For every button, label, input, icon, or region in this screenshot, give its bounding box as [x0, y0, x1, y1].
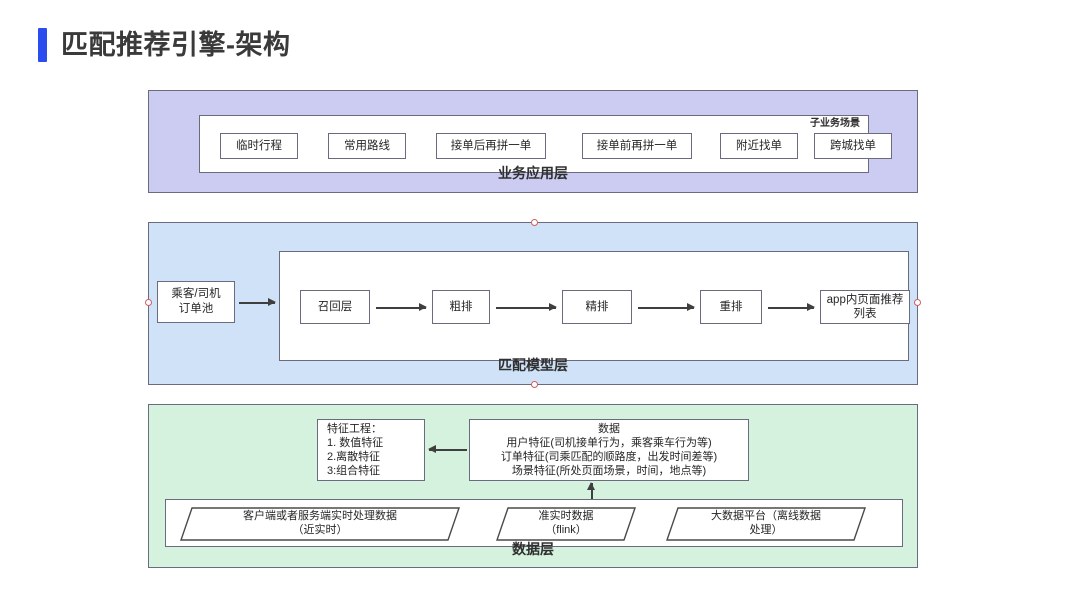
scene-box-carpool-after-order[interactable]: 接单后再拼一单: [436, 133, 546, 159]
parallelogram-icon: [496, 507, 636, 541]
scene-box-frequent-route[interactable]: 常用路线: [328, 133, 406, 159]
title-text: 匹配推荐引擎-架构: [61, 29, 291, 60]
pipeline-box-fine-rank[interactable]: 精排: [562, 290, 632, 324]
resize-handle-right[interactable]: [914, 299, 921, 306]
pipeline-box-recall[interactable]: 召回层: [300, 290, 370, 324]
arrow-fine-to-rerank: [638, 304, 695, 311]
data-source-bigdata-line2: 处理）: [749, 524, 783, 536]
data-source-bigdata-line1: 大数据平台（离线数据: [711, 510, 821, 523]
sub-scenario-container[interactable]: 子业务场景 临时行程 常用路线 接单后再拼一单 接单前再拼一单 附近找单 跨城找…: [199, 115, 892, 173]
data-sources-container[interactable]: 客户端或者服务端实时处理数据 （近实时） 准实时数据 （flink） 大: [165, 499, 903, 547]
data-source-realtime-line2: （近实时）: [292, 524, 348, 536]
title-accent-bar: [38, 28, 47, 62]
arrow-coarse-to-fine: [496, 304, 557, 311]
data-line-title: 数据: [598, 422, 620, 435]
feature-engineering-box[interactable]: 特征工程： 1. 数值特征 2.离散特征 3:组合特征: [317, 419, 425, 481]
scene-box-nearby-orders[interactable]: 附近找单: [720, 133, 798, 159]
layer-label-model: 匹配模型层: [498, 357, 568, 373]
data-source-near-realtime-line1: 准实时数据: [538, 510, 594, 523]
layer-data[interactable]: 特征工程： 1. 数值特征 2.离散特征 3:组合特征 数据 用户特征(司机接单…: [148, 404, 918, 568]
feature-line-combined: 3:组合特征: [327, 465, 381, 478]
data-line-scene: 场景特征(所处页面场景，时间，地点等): [511, 465, 707, 478]
scene-box-temporary-trip[interactable]: 临时行程: [220, 133, 298, 159]
page-title: 匹配推荐引擎-架构: [38, 28, 291, 62]
resize-handle-top[interactable]: [531, 219, 538, 226]
data-source-realtime-line1: 客户端或者服务端实时处理数据: [243, 510, 397, 523]
data-description-box[interactable]: 数据 用户特征(司机接单行为，乘客乘车行为等) 订单特征(司乘匹配的顺路度，出发…: [469, 419, 749, 481]
feature-line-numeric: 1. 数值特征: [327, 436, 384, 449]
data-source-near-realtime[interactable]: 准实时数据 （flink）: [496, 507, 636, 541]
layer-business-application[interactable]: 子业务场景 临时行程 常用路线 接单后再拼一单 接单前再拼一单 附近找单 跨城找…: [148, 90, 918, 193]
pipeline-box-rerank[interactable]: 重排: [700, 290, 762, 324]
data-source-realtime[interactable]: 客户端或者服务端实时处理数据 （近实时）: [180, 507, 460, 541]
pipeline-box-coarse-rank[interactable]: 粗排: [432, 290, 490, 324]
order-pool-line2: 订单池: [178, 303, 214, 315]
arrow-rerank-to-result: [768, 304, 815, 311]
arrow-pool-to-recall: [239, 299, 276, 306]
arrow-recall-to-coarse: [376, 304, 427, 311]
layer-label-data: 数据层: [512, 541, 554, 557]
arrow-data-to-feature: [428, 446, 467, 453]
sub-scenario-label: 子业务场景: [810, 118, 860, 129]
feature-line-title: 特征工程：: [327, 422, 382, 435]
order-pool-box[interactable]: 乘客/司机 订单池: [157, 281, 235, 323]
arrow-sources-to-data: [588, 482, 595, 501]
data-line-user: 用户特征(司机接单行为，乘客乘车行为等): [506, 436, 712, 449]
parallelogram-icon: [180, 507, 460, 541]
layer-matching-model[interactable]: 乘客/司机 订单池 召回层 粗排 精排 重排 app内页面推荐 列表 匹配模型层: [145, 219, 921, 388]
data-source-near-realtime-line2: （flink）: [545, 524, 587, 536]
pipeline-container[interactable]: 召回层 粗排 精排 重排 app内页面推荐 列表: [279, 251, 910, 361]
resize-handle-left[interactable]: [145, 299, 152, 306]
layer-label-business: 业务应用层: [498, 165, 568, 181]
scene-box-intercity-orders[interactable]: 跨城找单: [814, 133, 892, 159]
data-line-order: 订单特征(司乘匹配的顺路度，出发时间差等): [500, 451, 718, 463]
data-source-bigdata-platform[interactable]: 大数据平台（离线数据 处理）: [666, 507, 866, 541]
feature-line-discrete: 2.离散特征: [327, 451, 381, 463]
resize-handle-bottom[interactable]: [531, 381, 538, 388]
scene-box-carpool-before-order[interactable]: 接单前再拼一单: [582, 133, 692, 159]
parallelogram-icon: [666, 507, 866, 541]
order-pool-line1: 乘客/司机: [171, 288, 221, 301]
pipeline-box-app-recommend-list[interactable]: app内页面推荐 列表: [820, 290, 910, 324]
